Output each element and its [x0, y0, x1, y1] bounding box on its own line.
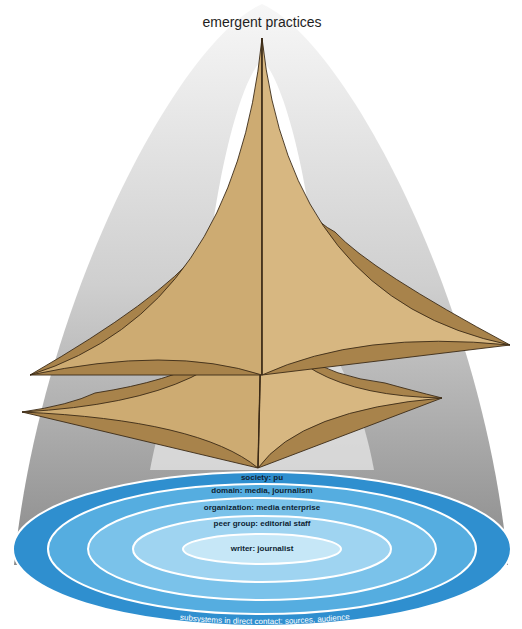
ring-label: society: pu	[241, 474, 283, 482]
ring-node: peer group: editorial staff writer: journ…	[132, 515, 392, 583]
ring-caption: subsystems in direct contact: sources, a…	[180, 612, 351, 626]
tent-back	[30, 38, 510, 375]
ring-ellipse	[13, 472, 511, 626]
ring-label-wrap: society: pu	[241, 474, 283, 482]
ring-caption-text: subsystems in direct contact: sources, a…	[180, 612, 351, 626]
ring-node: writer: journalist	[182, 533, 342, 565]
ring-label-wrap: domain: media, journalism	[211, 487, 312, 495]
ring-ellipse	[48, 484, 476, 614]
ring-node: organization: media enterprise peer group…	[87, 497, 437, 601]
ring-node: domain: media, journalism organization: m…	[47, 483, 477, 615]
ring-label-wrap: writer: journalist	[231, 545, 294, 553]
arch-shape	[14, 4, 508, 565]
ring-label: domain: media, journalism	[211, 487, 312, 495]
tent-surface	[30, 38, 262, 375]
tent-surface	[262, 38, 510, 375]
ring-ellipse	[88, 498, 436, 600]
ring-node: society: pu domain: media, journalism orga…	[12, 471, 512, 627]
title-wrap: emergent practices	[199, 14, 324, 30]
ring-ellipse	[183, 534, 341, 564]
tent-seam	[261, 38, 262, 375]
ring-label: organization: media enterprise	[204, 504, 320, 512]
ring-label: writer: journalist	[231, 545, 294, 553]
ring-label-wrap: organization: media enterprise	[204, 504, 320, 512]
ring-label-wrap: peer group: editorial staff	[214, 520, 311, 528]
ring-label: peer group: editorial staff	[214, 520, 311, 528]
ring-ellipse	[133, 516, 391, 582]
title-label: emergent practices	[199, 14, 324, 30]
